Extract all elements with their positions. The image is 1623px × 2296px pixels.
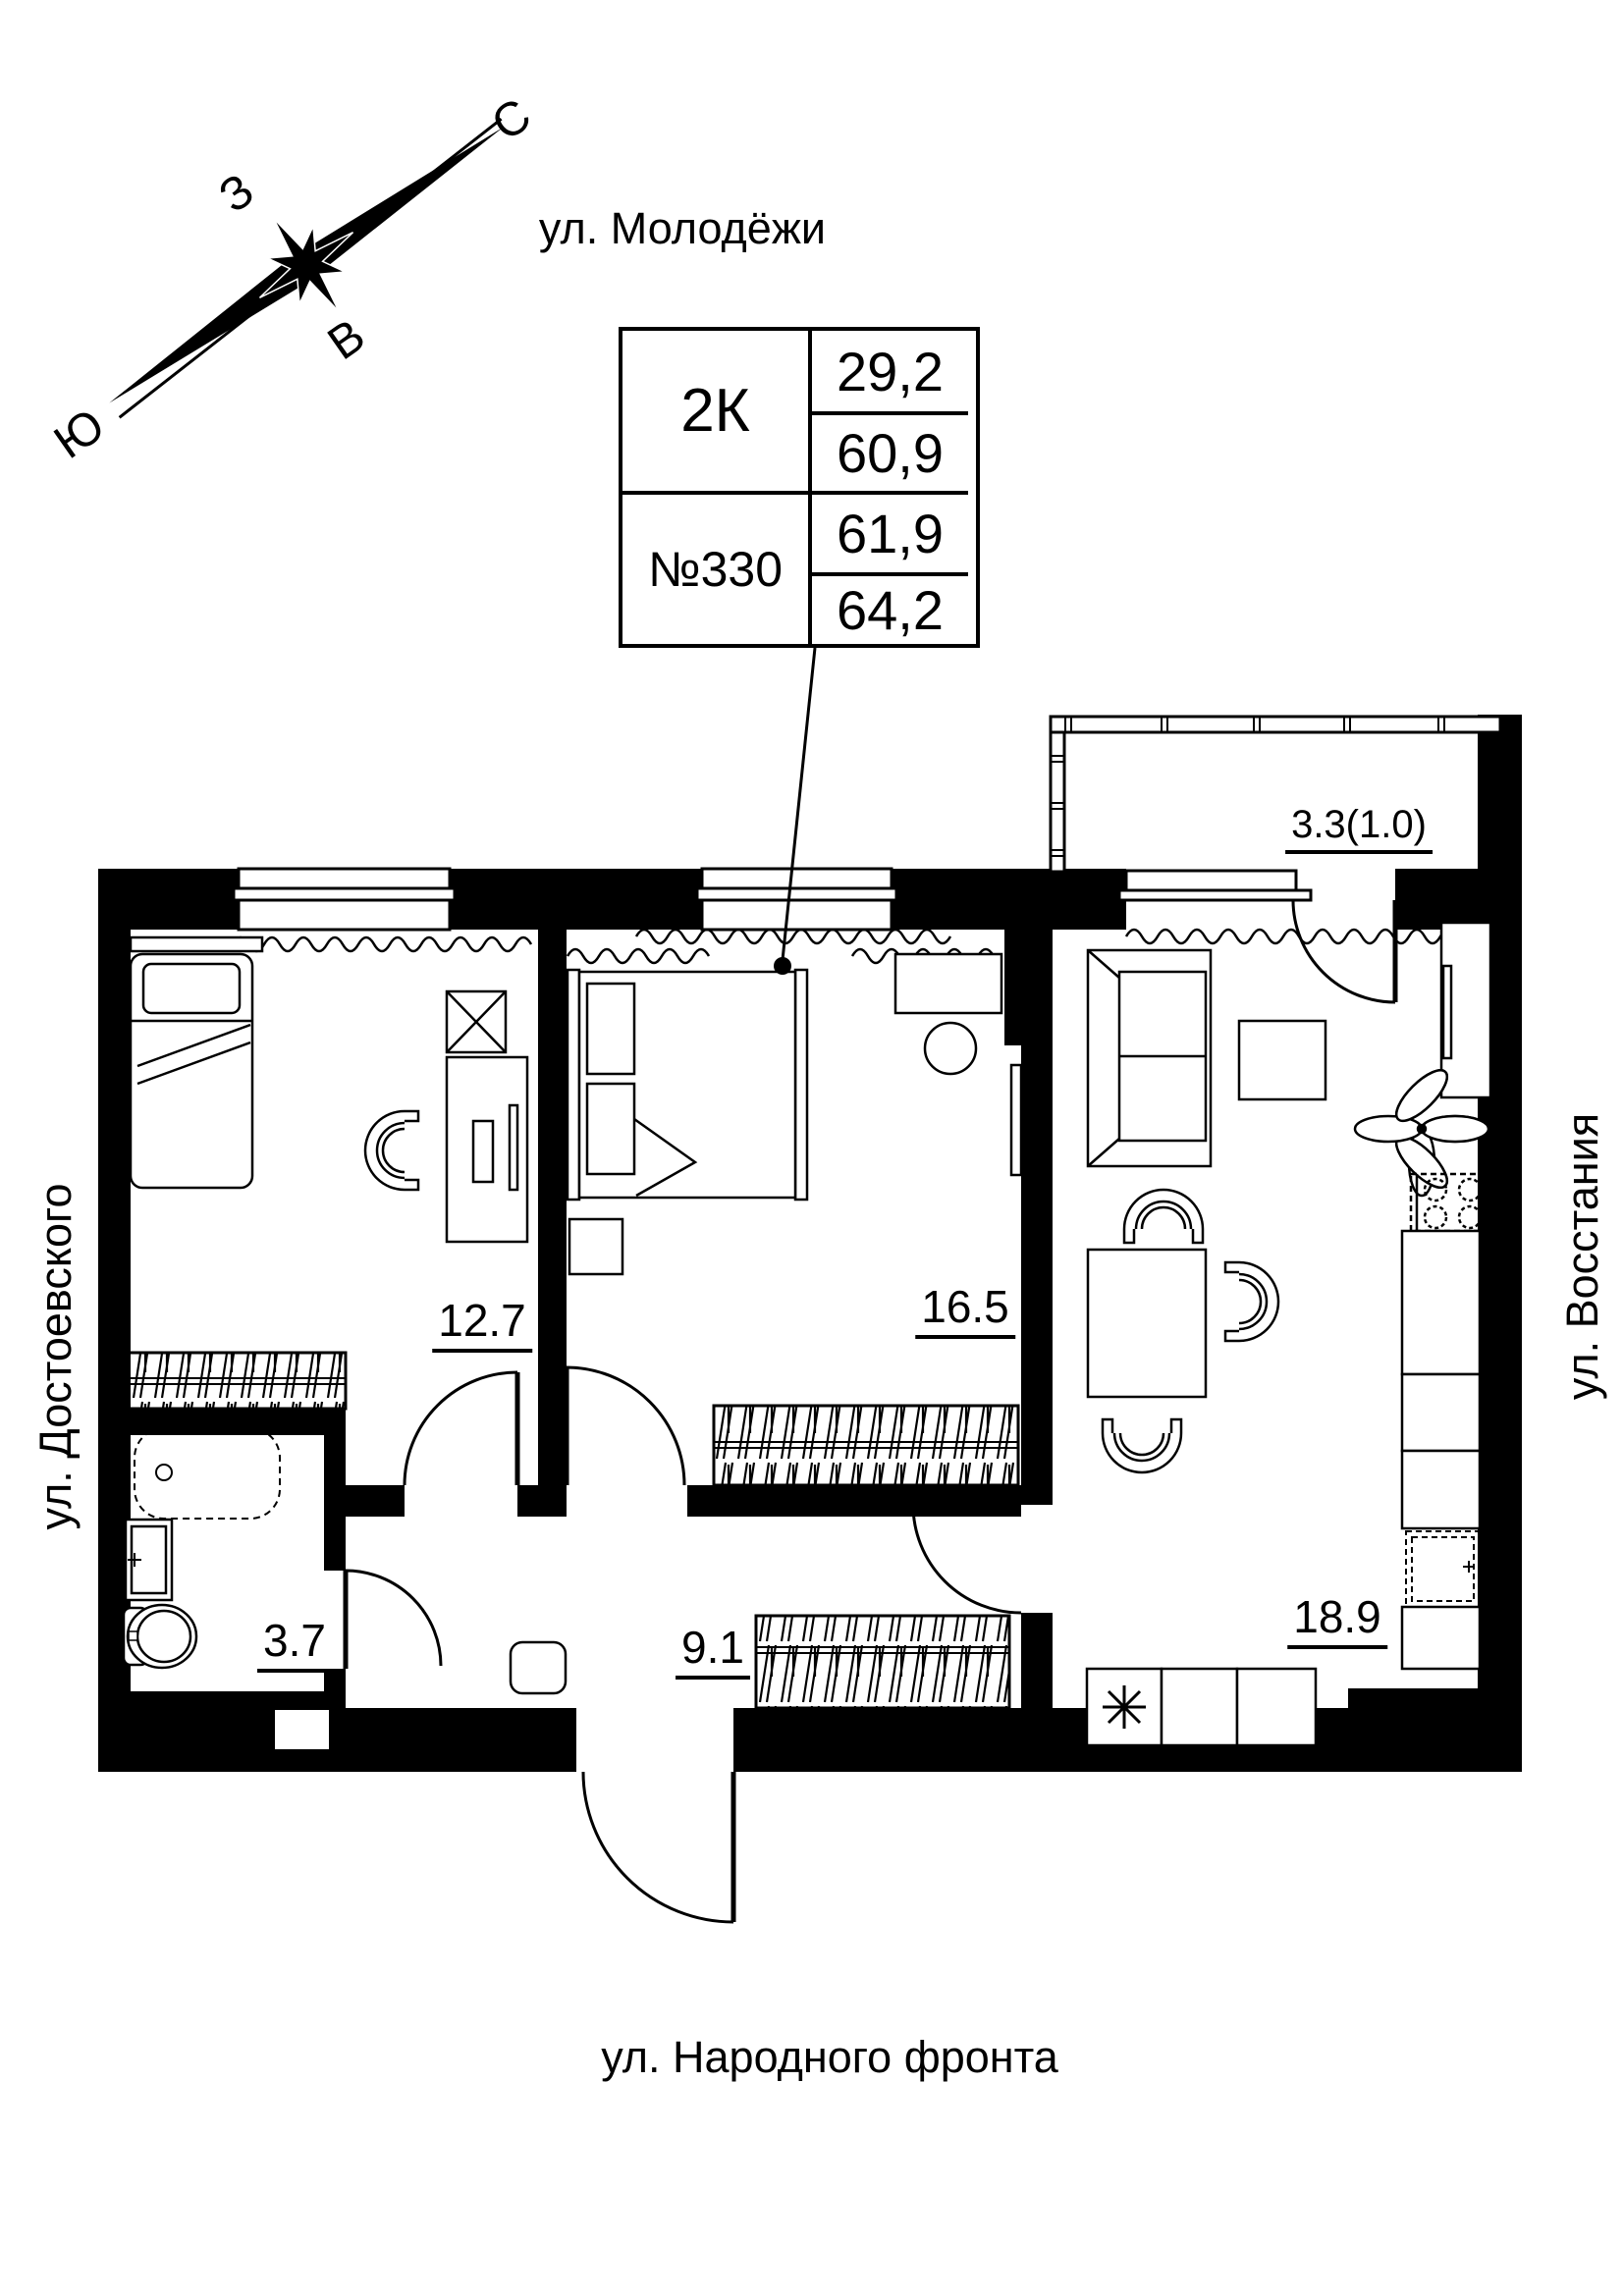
compass-star: [258, 217, 354, 313]
door-entry: [581, 1771, 736, 1924]
apartment-type: 2К: [680, 377, 750, 445]
compass-label-north: С: [483, 89, 541, 151]
street-label-top: ул. Молодёжи: [538, 203, 827, 253]
keyboard: [471, 1119, 495, 1184]
apartment-info-table: 2К 29,2 60,9 №330 61,9 64,2: [619, 327, 980, 648]
table-leader-line: [774, 647, 817, 975]
radiators: [231, 928, 1474, 965]
mirror: [1009, 1063, 1023, 1177]
street-label-right: ул. Восстания: [1557, 1112, 1607, 1401]
stool: [923, 1021, 978, 1076]
dining-table: [1086, 1248, 1208, 1399]
monitor: [508, 1103, 519, 1192]
furniture-living-kitchen: [1085, 921, 1492, 1747]
dining-chair: [1122, 1188, 1205, 1245]
compass-label-south: Ю: [45, 400, 114, 469]
office-chair: [363, 1109, 420, 1192]
dining-chair: [1101, 1417, 1183, 1474]
wardrobe-box: [445, 989, 508, 1054]
walls: [98, 715, 1522, 1772]
doors: [343, 899, 1398, 1924]
kitchen-counter: [1085, 1229, 1482, 1747]
bathtub: [134, 1427, 281, 1520]
door-bedroom-1: [403, 1370, 520, 1486]
furniture-bathroom: [122, 1427, 281, 1670]
wardrobe-hatched: [123, 1351, 348, 1411]
single-bed: [129, 952, 254, 1190]
area-label-balcony: 3.3(1.0): [1285, 805, 1433, 854]
area-label-bathroom: 3.7: [257, 1618, 332, 1673]
compass-label-east: В: [319, 309, 375, 370]
sofa: [1086, 948, 1213, 1168]
wardrobe-hatched: [754, 1614, 1011, 1710]
vent-shaft: [275, 1710, 329, 1749]
apartment-number: №330: [622, 491, 808, 644]
door-balcony: [1291, 899, 1398, 1004]
plant: [1353, 1069, 1490, 1198]
compass-needle: [109, 118, 504, 419]
door-living-room: [911, 1502, 1022, 1615]
entry-mat: [509, 1640, 568, 1695]
toilet: [122, 1603, 198, 1670]
area-label-bedroom-1: 12.7: [432, 1298, 532, 1353]
window-bedroom-1: [232, 867, 457, 932]
street-label-left: ул. Достоевского: [30, 1183, 81, 1530]
window-living-balcony: [1117, 869, 1313, 902]
coffee-table: [1237, 1019, 1327, 1101]
area-reduced-balcony: 61,9: [808, 491, 968, 572]
wardrobe-hatched: [712, 1404, 1020, 1487]
area-label-hallway: 9.1: [676, 1625, 750, 1680]
bathroom-sink: [124, 1518, 174, 1602]
living-area: 29,2: [808, 331, 968, 411]
door-bedroom-2: [564, 1365, 686, 1486]
stove: [1409, 1172, 1492, 1233]
nightstand: [568, 1217, 624, 1276]
kitchen-sink: [1405, 1530, 1481, 1608]
window-bedroom-2: [695, 867, 898, 932]
area-without-balcony: 60,9: [808, 411, 968, 491]
area-label-living-kitchen: 18.9: [1287, 1594, 1387, 1649]
door-bathroom: [343, 1569, 443, 1669]
compass-rose: С З В Ю: [45, 89, 541, 469]
furniture-bedroom-2: [566, 952, 1023, 1487]
area-label-bedroom-2: 16.5: [915, 1284, 1015, 1339]
double-bed: [566, 968, 809, 1201]
windows: [232, 715, 1502, 932]
furniture-hallway: [509, 1614, 1011, 1710]
boiler-symbol: [1103, 1685, 1146, 1729]
tv-unit: [1439, 921, 1492, 1099]
furniture-bedroom-1: [123, 935, 529, 1411]
balcony-glazing: [1049, 715, 1502, 874]
desk: [445, 1055, 529, 1244]
compass-label-west: З: [210, 164, 263, 223]
street-label-bottom: ул. Народного фронта: [601, 2032, 1058, 2082]
total-area: 64,2: [808, 572, 968, 644]
shelf: [129, 935, 264, 953]
dresser: [893, 952, 1003, 1015]
dining-chair: [1223, 1260, 1280, 1343]
